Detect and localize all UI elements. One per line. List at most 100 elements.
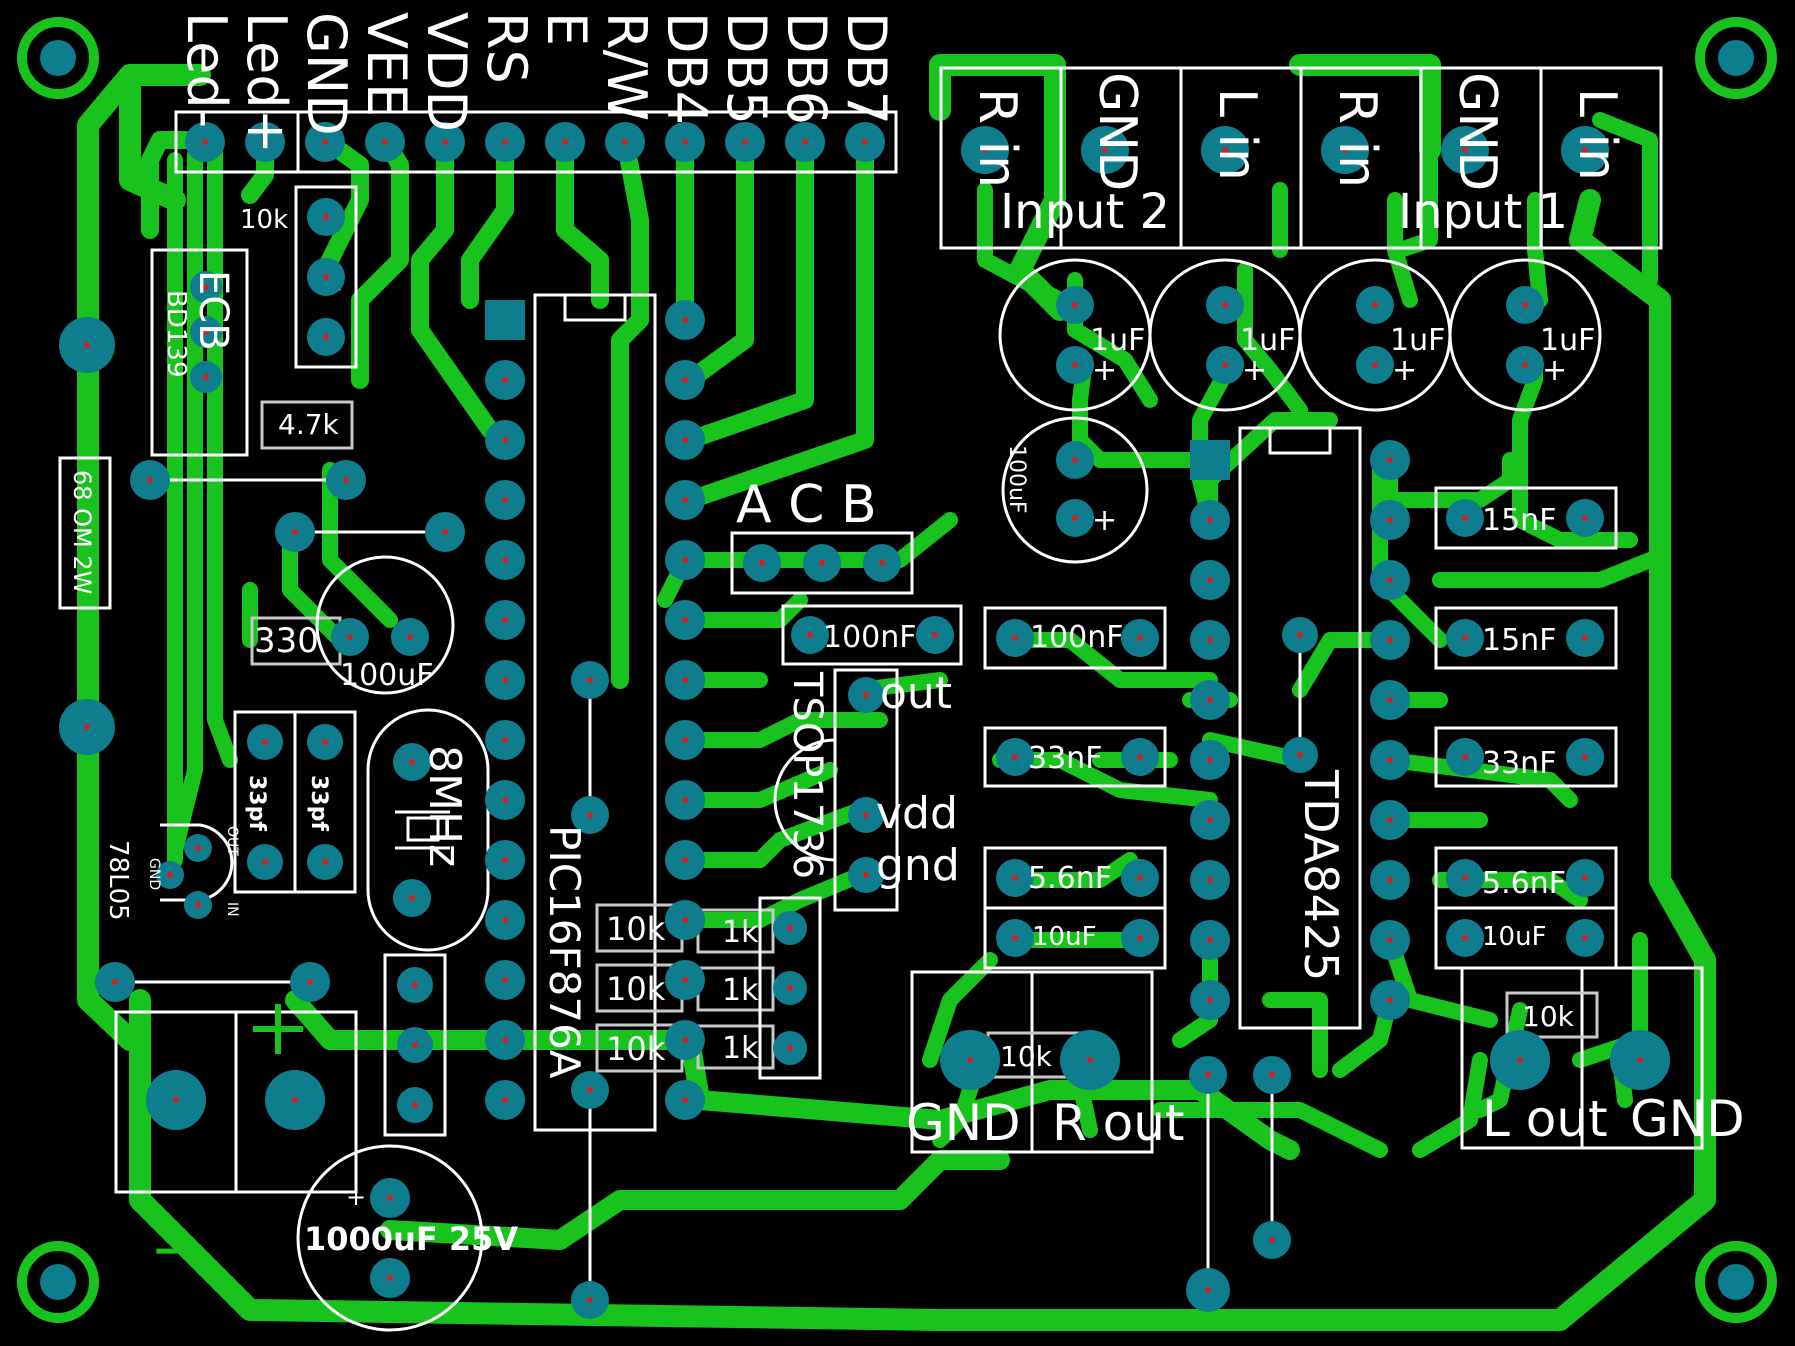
ir-vdd-label: vdd (876, 788, 958, 839)
mcu-pin-pad-drill (682, 317, 688, 323)
cap-pad-drill (1137, 635, 1143, 641)
mcu-pin-pad-drill (502, 437, 508, 443)
amp-pin-pad-drill (1387, 817, 1393, 823)
amp-pin-pad-drill (1207, 637, 1213, 643)
pin1-square-pad (1190, 440, 1230, 480)
cap-pad-drill (1582, 754, 1588, 760)
resistor-330-value: 330 (254, 621, 319, 661)
mcu-pin-pad-drill (682, 437, 688, 443)
cap-pad-drill (1582, 635, 1588, 641)
misc-pad-drill (147, 477, 153, 483)
input-2-label: Input 2 (1000, 184, 1170, 240)
cap-1uf-2-value: 1uF (1240, 323, 1295, 358)
mcu-pin-pad-drill (682, 1037, 688, 1043)
cap-pad-drill (1222, 302, 1228, 308)
misc-pad-drill (195, 902, 201, 908)
amp-pin-pad-drill (1387, 937, 1393, 943)
output-pad-drill (1205, 1072, 1211, 1078)
mcu-pin-pad-drill (502, 977, 508, 983)
input-label-l-in-2: L in (1207, 88, 1267, 181)
input-pad-drill (1102, 147, 1108, 153)
misc-pad-drill (347, 634, 353, 640)
misc-pad-drill (387, 1195, 393, 1201)
misc-pad-drill (262, 739, 268, 745)
cap-pad-drill (1137, 754, 1143, 760)
misc-pad-drill (409, 895, 415, 901)
amp-pin-pad-drill (1387, 577, 1393, 583)
mcu-pin-pad-drill (502, 377, 508, 383)
pin-label-rw: R/W (595, 12, 658, 121)
rout-gnd-label: GND (906, 1094, 1021, 1152)
cap-pad-drill (1072, 515, 1078, 521)
misc-pad-drill (322, 739, 328, 745)
pin-label-vdd: VDD (415, 12, 478, 132)
pot-pad-drill (323, 274, 329, 280)
amp-pin-pad-drill (1207, 697, 1213, 703)
output-pad-drill (967, 1057, 973, 1063)
output-pad-drill (1205, 1287, 1211, 1293)
resistor-10k-2-value: 10k (606, 970, 666, 1008)
mcu-pin-pad-drill (682, 977, 688, 983)
jumper-pad-drill (879, 560, 885, 566)
amp-pin-pad-drill (1387, 457, 1393, 463)
mcu-label: PIC16F876A (540, 825, 589, 1079)
crystal-label: 8MHz (419, 745, 470, 867)
pin-label-e: E (535, 12, 598, 46)
lcd-pin-pad-drill (862, 139, 868, 145)
lout-10k-value: 10k (1522, 1000, 1575, 1033)
pin-label-gnd: GND (295, 12, 358, 136)
cap-33nf-left-value: 33nF (1028, 741, 1102, 776)
cap-pad-drill (1462, 875, 1468, 881)
cap-100uf-in-value: 100uF (1004, 445, 1029, 514)
cap-pad-drill (1462, 754, 1468, 760)
lcd-pin-pad-drill (202, 139, 208, 145)
cap-100nf-left-value: 100nF (823, 620, 917, 655)
misc-pad-drill (442, 529, 448, 535)
lout-label: L out (1482, 1090, 1608, 1148)
misc-pad-drill (322, 859, 328, 865)
mcu-pin-pad-drill (502, 557, 508, 563)
mcu-pin-pad-drill (502, 1037, 508, 1043)
cap-1uf-3-plus: + (1392, 353, 1417, 388)
cap-1uf-1-plus: + (1092, 353, 1117, 388)
cap-pad-drill (1222, 362, 1228, 368)
via-pad-drill (1297, 632, 1303, 638)
misc-pad-drill (195, 845, 201, 851)
cap-1uf-3-value: 1uF (1390, 323, 1445, 358)
mcu-pin-pad-drill (502, 677, 508, 683)
cap-pad-drill (1462, 635, 1468, 641)
pin-label-vee: VEE (355, 12, 418, 117)
output-pad-drill (1269, 1072, 1275, 1078)
cap-33pf-right-value: 33pf (306, 775, 331, 831)
mcu-pin-pad-drill (682, 797, 688, 803)
pot-pad-drill (323, 334, 329, 340)
cap-1000uf-value: 1000uF 25V (304, 1220, 518, 1258)
cap-pad-drill (1582, 875, 1588, 881)
resistor-1k-1-value: 1k (722, 915, 759, 950)
cap-pad-drill (1462, 515, 1468, 521)
mcu-pin-pad-drill (502, 917, 508, 923)
cap-pad-drill (1137, 935, 1143, 941)
amplifier-label: TDA8425 (1294, 769, 1348, 981)
misc-pad-drill (387, 1275, 393, 1281)
lcd-pin-pad-drill (562, 139, 568, 145)
output-pad-drill (1517, 1057, 1523, 1063)
via-pad-drill (587, 677, 593, 683)
cap-10uf-left-value: 10uF (1032, 922, 1097, 952)
regulator-in-label: IN (224, 902, 240, 917)
ir-pad-drill (863, 812, 869, 818)
amp-pin-pad-drill (1387, 637, 1393, 643)
amp-pin-pad-drill (1387, 997, 1393, 1003)
misc-pad-drill (409, 759, 415, 765)
pin-label-rs: RS (475, 12, 538, 84)
jumper-acb-label: A C B (736, 475, 877, 535)
misc-pad-drill (307, 979, 313, 985)
cap-pad-drill (1462, 935, 1468, 941)
rout-label: R out (1052, 1094, 1185, 1152)
silkscreen-outlines (58, 66, 1704, 1332)
input-pad-drill (1342, 147, 1348, 153)
cap-15nf-2-value: 15nF (1482, 623, 1556, 658)
input-label-r-in-2: R in (967, 88, 1027, 188)
pin-label-db5: DB5 (715, 12, 778, 125)
cap-1uf-4-value: 1uF (1540, 323, 1595, 358)
